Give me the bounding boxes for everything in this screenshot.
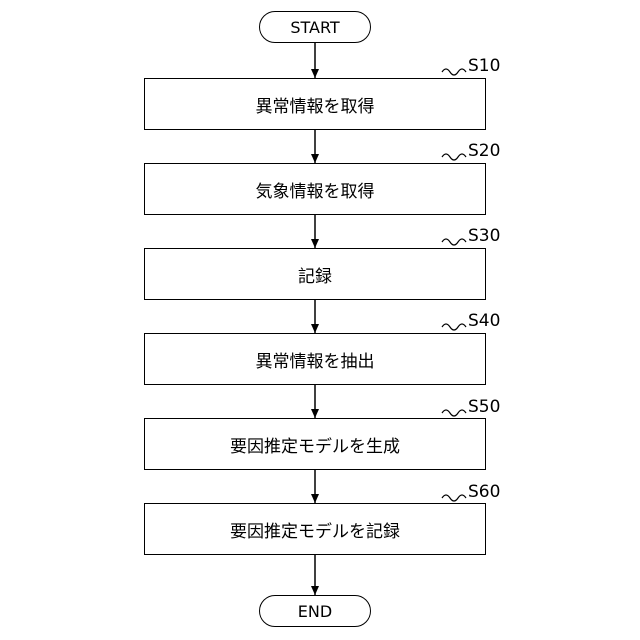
step-s60-label: 要因推定モデルを記録 [230, 517, 400, 542]
step-s20-id: S20 [468, 141, 500, 161]
step-s20-label: 気象情報を取得 [256, 177, 375, 202]
leader-s60 [442, 495, 466, 501]
step-s10-label: 異常情報を取得 [256, 92, 375, 117]
step-s40-id: S40 [468, 311, 500, 331]
step-s40-box: 異常情報を抽出 [144, 333, 486, 385]
step-s50-label: 要因推定モデルを生成 [230, 432, 400, 457]
step-s60-box: 要因推定モデルを記録 [144, 503, 486, 555]
end-label: END [298, 602, 332, 621]
step-s50-id: S50 [468, 397, 500, 417]
leader-s50 [442, 410, 466, 416]
leader-s10 [442, 69, 466, 75]
leader-s20 [442, 154, 466, 160]
step-s30-box: 記録 [144, 248, 486, 300]
start-terminal: START [259, 11, 371, 43]
end-terminal: END [259, 595, 371, 627]
step-s30-id: S30 [468, 226, 500, 246]
step-s10-box: 異常情報を取得 [144, 78, 486, 130]
step-s30-label: 記録 [298, 262, 332, 287]
step-s10-id: S10 [468, 56, 500, 76]
leader-s30 [442, 239, 466, 245]
step-s20-box: 気象情報を取得 [144, 163, 486, 215]
start-label: START [290, 18, 339, 37]
step-s60-id: S60 [468, 482, 500, 502]
step-s40-label: 異常情報を抽出 [256, 347, 375, 372]
leader-s40 [442, 324, 466, 330]
step-s50-box: 要因推定モデルを生成 [144, 418, 486, 470]
